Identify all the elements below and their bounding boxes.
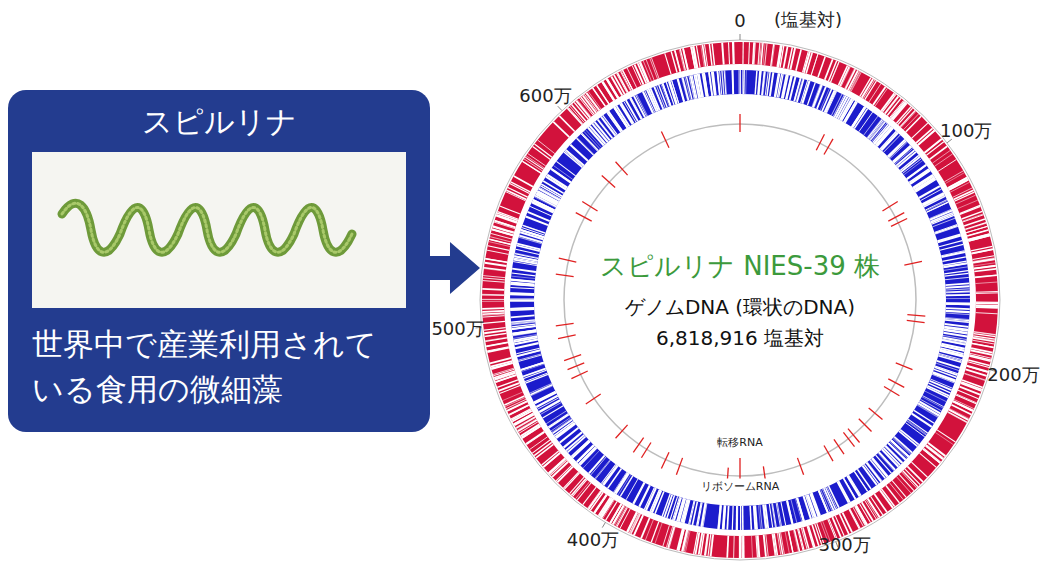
rna-label: 転移RNA — [715, 435, 764, 450]
scale-tick — [740, 34, 741, 40]
genome-info: ゲノムDNA (環状のDNA) — [625, 294, 855, 321]
panel-description: 世界中で産業利用されている食用の微細藻 — [32, 322, 406, 412]
rna-ticks — [556, 114, 925, 486]
panel-title: スピルリナ — [32, 104, 406, 140]
scale-label: 100万 — [940, 119, 992, 143]
genome-info: 6,818,916 塩基対 — [656, 325, 824, 352]
scale-label: 600万 — [519, 84, 571, 108]
scale-label: 400万 — [567, 528, 619, 552]
outer-axis — [480, 40, 1000, 560]
spirulina-photo — [32, 152, 406, 308]
scale-label: 200万 — [987, 363, 1039, 387]
gene-ring — [522, 82, 958, 518]
scale-label: 300万 — [818, 533, 870, 557]
gene-gaps — [510, 70, 970, 530]
block-arrow — [422, 242, 480, 294]
gene-ring — [493, 53, 987, 547]
rna-axis — [564, 124, 916, 476]
scale-label: 0 — [734, 10, 745, 31]
strain-name: スピルリナ NIES-39 株 — [600, 249, 880, 284]
scale-tick — [602, 522, 605, 527]
scale-label: 500万 — [431, 317, 483, 341]
scale-label: (塩基対) — [774, 8, 842, 32]
scale-tick — [558, 106, 562, 110]
gene-gaps — [482, 42, 998, 558]
rna-label: リボソームRNA — [699, 479, 781, 494]
info-panel: スピルリナ世界中で産業利用されている食用の微細藻 — [8, 90, 430, 432]
